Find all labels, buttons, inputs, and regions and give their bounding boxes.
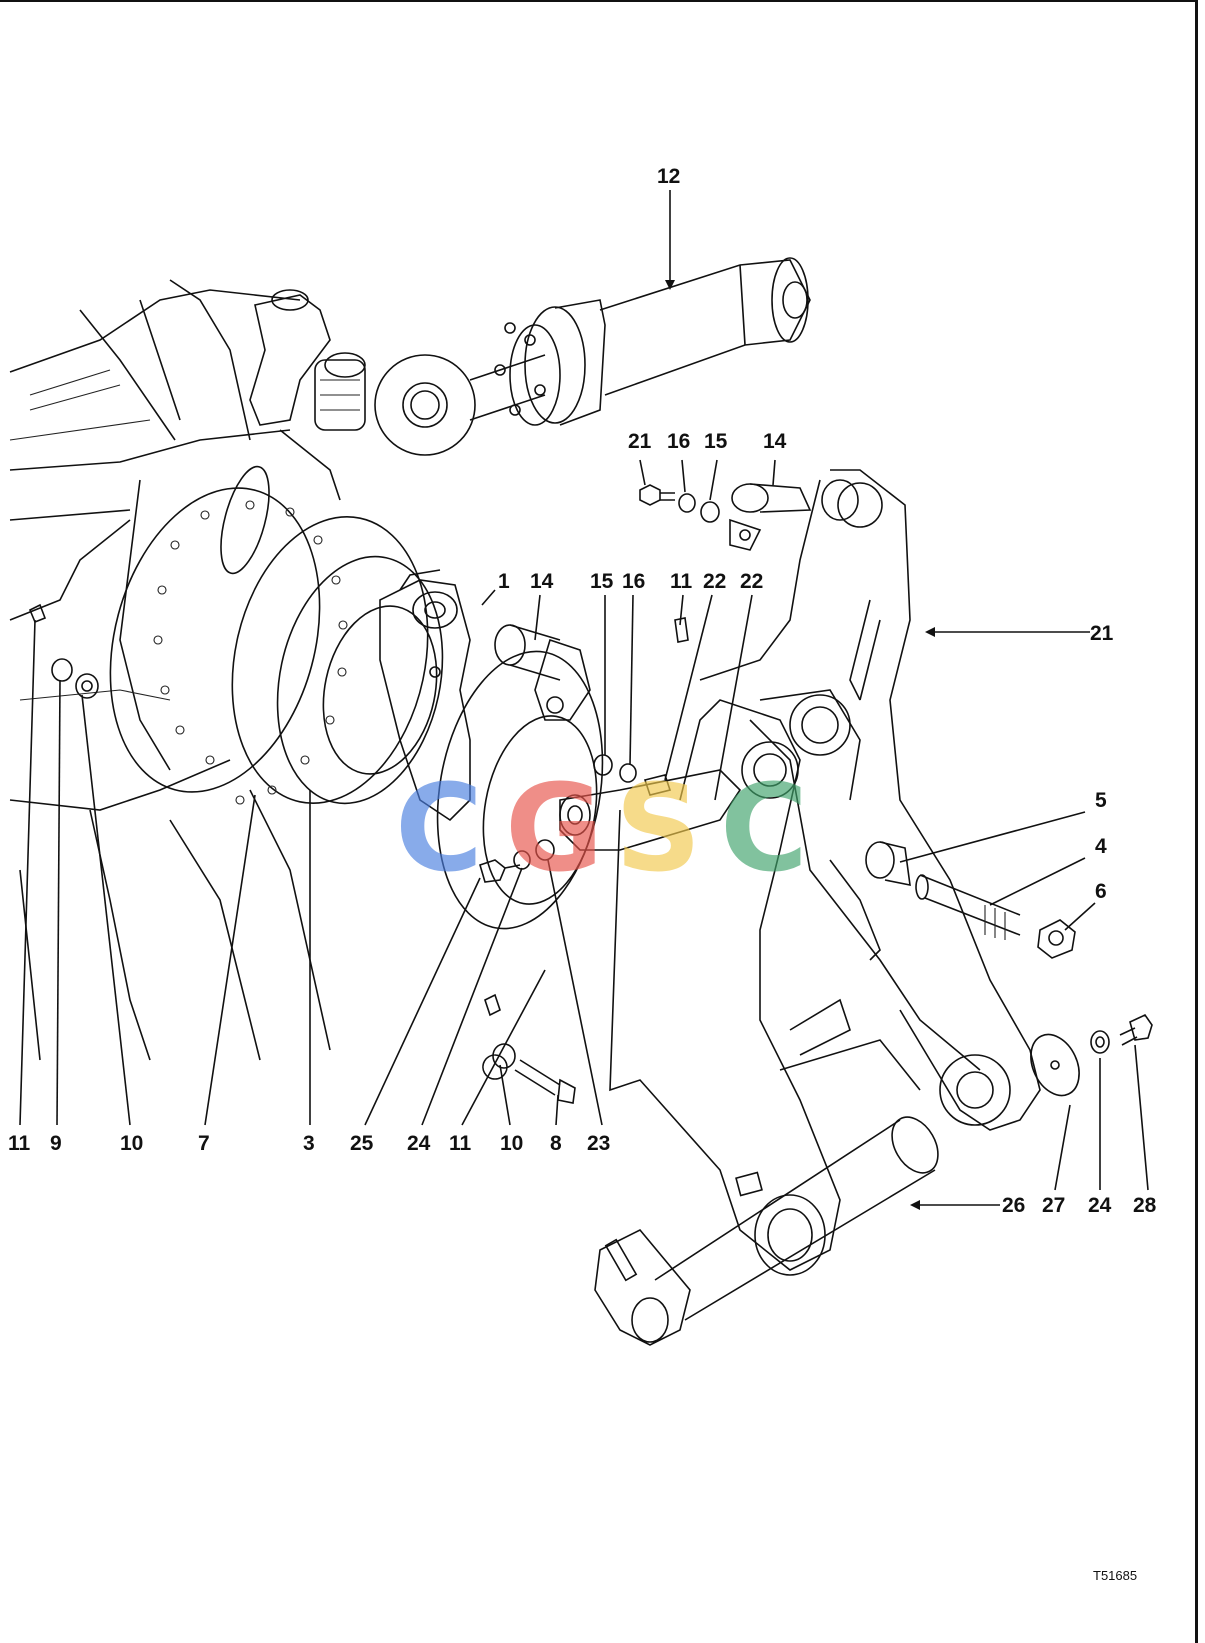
callout-24-bottom: 24 <box>407 1132 431 1155</box>
callout-24-right: 24 <box>1088 1194 1112 1217</box>
end-cap-fasteners <box>1030 1013 1153 1097</box>
lift-arm-part-21 <box>699 469 1041 1131</box>
callout-16-top: 21 <box>628 430 652 453</box>
callout-23: 23 <box>587 1132 610 1155</box>
watermark-cgsc: C G S C <box>395 760 808 899</box>
callout-11-top: 11 <box>670 570 693 593</box>
callout-4: 4 <box>1095 835 1107 858</box>
watermark-letter-c1: C <box>395 760 483 899</box>
spacer-bolt-nut-group <box>865 841 1076 959</box>
callout-11-left: 11 <box>8 1132 31 1155</box>
hydraulic-cylinder <box>374 257 811 456</box>
callout-labels: 12 21 16 15 14 1 14 15 16 11 22 22 21 5 … <box>8 165 1157 1583</box>
pin-part-26 <box>594 1116 939 1346</box>
callout-12: 12 <box>657 165 680 188</box>
callout-16-center: 22 <box>703 570 726 593</box>
callout-8: 8 <box>550 1132 562 1155</box>
callout-10-bottom: 10 <box>500 1132 523 1155</box>
chassis-frame <box>9 279 331 1061</box>
callout-15-center: 16 <box>622 570 645 593</box>
page-border-top <box>0 0 1198 2</box>
hub-bolt-holes <box>153 500 348 805</box>
callout-15-top: 16 <box>667 430 690 453</box>
callout-5: 5 <box>1095 789 1107 812</box>
callout-14-top: 15 <box>704 430 728 453</box>
callout-27: 27 <box>1042 1194 1065 1217</box>
cross-pin <box>559 769 742 851</box>
callout-6: 6 <box>1095 880 1107 903</box>
callout-26: 26 <box>1002 1194 1025 1217</box>
callout-11-bottom: 11 <box>449 1132 472 1155</box>
callout-13-top: 14 <box>763 430 787 453</box>
callout-28: 28 <box>1133 1194 1157 1217</box>
callout-21: 21 <box>1090 622 1114 645</box>
callout-7: 7 <box>198 1132 210 1155</box>
small-fasteners <box>28 483 812 1104</box>
callout-10-left: 10 <box>120 1132 143 1155</box>
callout-9: 9 <box>50 1132 62 1155</box>
watermark-letter-c2: C <box>720 760 808 899</box>
link-arm-part-22 <box>609 699 921 1276</box>
upper-pivot-link <box>249 289 366 501</box>
bracket-part-1 <box>379 569 471 822</box>
callout-13-center: 14 <box>530 570 554 593</box>
axle-hub-assembly <box>109 465 604 930</box>
callout-1: 1 <box>498 570 510 593</box>
watermark-letter-g: G <box>505 760 604 899</box>
watermark-letter-s: S <box>615 760 701 899</box>
page-border-right <box>1195 0 1198 1643</box>
callout-14-center: 15 <box>590 570 614 593</box>
figure-reference-code: T51685 <box>1093 1568 1137 1583</box>
callout-22: 22 <box>740 570 763 593</box>
callout-3: 3 <box>303 1132 315 1155</box>
callout-leaders <box>19 190 1149 1210</box>
pin-part-13-center <box>494 624 591 721</box>
callout-25: 25 <box>350 1132 374 1155</box>
